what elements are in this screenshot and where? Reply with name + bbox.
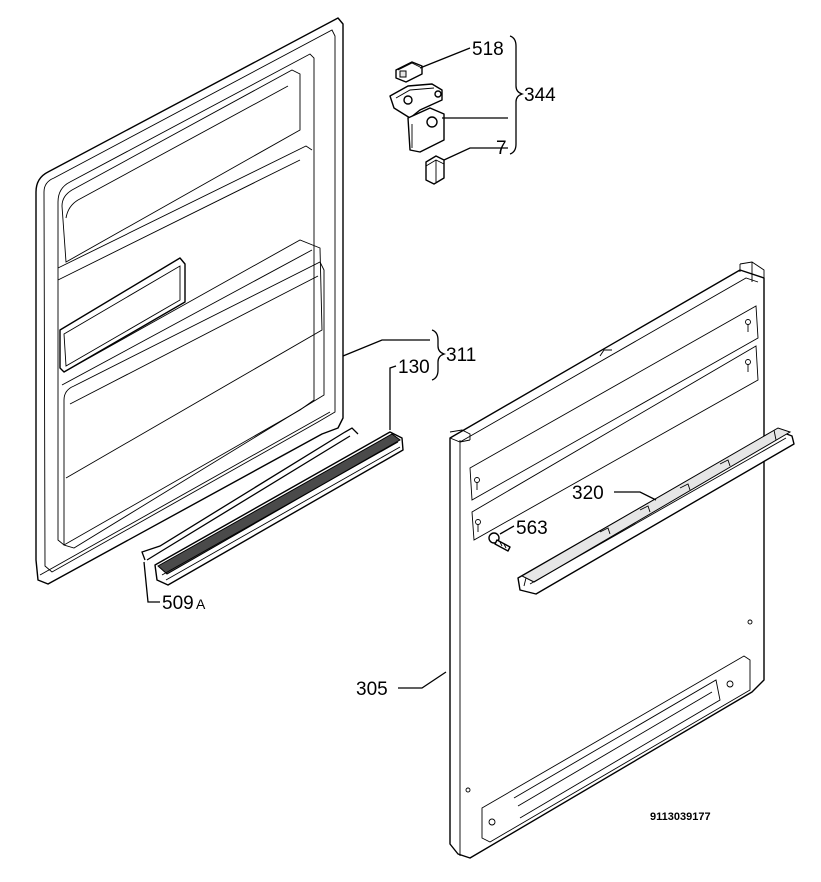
part-563-screw bbox=[488, 532, 511, 552]
part-7-pin bbox=[425, 155, 445, 185]
label-305: 305 bbox=[356, 679, 388, 700]
label-518: 518 bbox=[472, 39, 504, 60]
label-7: 7 bbox=[496, 138, 507, 159]
label-130: 130 bbox=[398, 357, 430, 378]
part-509a-seal bbox=[141, 427, 359, 561]
hinge-assembly-344 bbox=[389, 61, 445, 185]
drawing-number: 9113039177 bbox=[650, 811, 711, 823]
hinge-bracket bbox=[389, 83, 445, 153]
label-320: 320 bbox=[572, 483, 604, 504]
label-563: 563 bbox=[516, 518, 548, 539]
label-509: 509 bbox=[162, 593, 194, 614]
part-320-handle bbox=[517, 427, 795, 595]
leader-lines bbox=[143, 35, 657, 689]
part-labels: 518 344 7 130 311 509 A 320 563 305 9113… bbox=[162, 39, 711, 823]
label-344: 344 bbox=[524, 85, 556, 106]
outer-door-panel bbox=[449, 261, 765, 859]
part-130-seal-strip bbox=[154, 431, 404, 586]
inner-door-panel bbox=[35, 17, 344, 585]
label-311: 311 bbox=[446, 345, 476, 366]
part-518-clip bbox=[395, 61, 423, 83]
label-509-suffix: A bbox=[196, 596, 206, 612]
